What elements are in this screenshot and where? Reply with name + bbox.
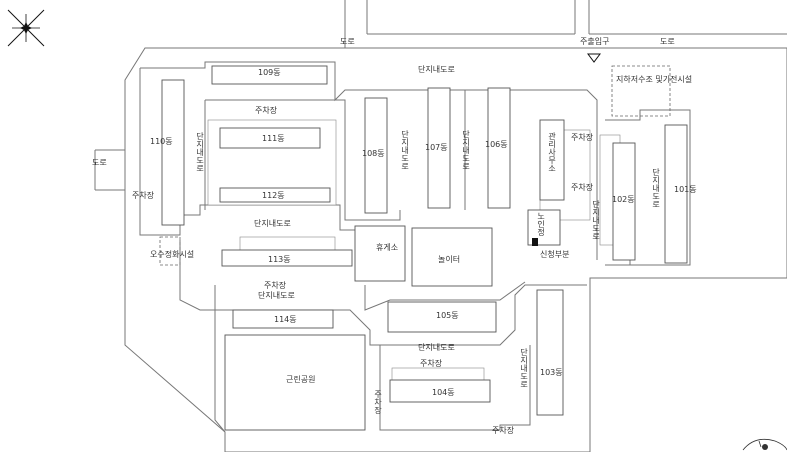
label-park: 근린공원 bbox=[286, 374, 315, 384]
compass-rose-icon bbox=[7, 9, 45, 47]
label-parking-1: 주차장 bbox=[255, 105, 278, 115]
label-complex-road-102: 단지내도로 bbox=[651, 167, 660, 208]
label-complex-road-103: 단지내도로 bbox=[519, 347, 528, 388]
building-106 bbox=[487, 87, 511, 209]
building-111 bbox=[219, 127, 321, 149]
label-road-top-right: 도로 bbox=[660, 37, 675, 46]
building-110 bbox=[161, 79, 185, 226]
buildings bbox=[161, 65, 688, 431]
entrance-arrow-icon bbox=[587, 53, 601, 63]
map-labels-vertical: 단지내도로 단지내도로 단지내도로 관리사무소 노인정 단지내도로 단지내도로 … bbox=[195, 129, 660, 414]
label-collection: 신청부분 bbox=[540, 250, 569, 259]
rest-area-building bbox=[354, 225, 406, 282]
label-entrance: 주출입구 bbox=[580, 36, 609, 46]
building-108 bbox=[364, 97, 388, 214]
label-complex-road-left-v: 단지내도로 bbox=[195, 131, 204, 172]
label-b103: 103동 bbox=[540, 368, 563, 377]
label-b109: 109동 bbox=[258, 68, 281, 77]
label-complex-road-108: 단지내도로 bbox=[400, 129, 409, 170]
label-underground-water: 지하저수조 및기전시설 bbox=[616, 74, 692, 84]
label-complex-road-top: 단지내도로 bbox=[418, 64, 455, 74]
building-114 bbox=[232, 309, 334, 329]
collection-box bbox=[532, 238, 538, 246]
building-104 bbox=[389, 379, 491, 403]
building-112 bbox=[219, 187, 331, 203]
building-113 bbox=[221, 249, 353, 267]
site-boundary bbox=[124, 47, 787, 452]
label-b105: 105동 bbox=[436, 311, 459, 320]
external-roads bbox=[94, 0, 787, 191]
management-building bbox=[539, 119, 565, 201]
label-b112: 112동 bbox=[262, 191, 285, 200]
label-parking-3: 주차장 bbox=[264, 280, 287, 290]
label-parking-4: 주차장 bbox=[420, 358, 443, 368]
label-b104: 104동 bbox=[432, 388, 455, 397]
label-sewage: 오수정화시설 bbox=[150, 249, 194, 259]
label-seniors: 노인정 bbox=[537, 212, 546, 236]
label-b108: 108동 bbox=[362, 149, 385, 158]
label-complex-road-107: 단지내도로 bbox=[461, 129, 470, 170]
label-b111: 111동 bbox=[262, 134, 285, 143]
label-b114: 114동 bbox=[274, 315, 297, 324]
label-b102: 102동 bbox=[612, 195, 635, 204]
building-102 bbox=[612, 142, 636, 261]
label-parking-7: 주차장 bbox=[571, 182, 594, 192]
park-area bbox=[224, 334, 366, 431]
label-complex-road-right: 단지내도로 bbox=[591, 199, 600, 240]
building-101 bbox=[664, 124, 688, 264]
north-arrow-icon bbox=[742, 438, 787, 451]
building-109 bbox=[211, 65, 328, 85]
label-parking-5: 주차장 bbox=[492, 425, 515, 435]
underground-water-facility bbox=[611, 65, 671, 117]
building-107 bbox=[427, 87, 451, 209]
label-road-top: 도로 bbox=[340, 37, 355, 46]
label-parking-2: 주차장 bbox=[132, 190, 155, 200]
label-rest-area: 휴게소 bbox=[376, 242, 398, 252]
label-management: 관리사무소 bbox=[547, 131, 556, 172]
label-parking-6: 주차장 bbox=[571, 132, 594, 142]
label-b106: 106동 bbox=[485, 140, 508, 149]
building-103 bbox=[536, 289, 564, 416]
label-complex-road-left-mid: 단지내도로 bbox=[258, 290, 295, 300]
label-b110: 110동 bbox=[150, 137, 173, 146]
building-105 bbox=[387, 301, 497, 333]
label-complex-road-mid: 단지내도로 bbox=[254, 218, 291, 228]
label-b107: 107동 bbox=[425, 143, 448, 152]
label-b113: 113동 bbox=[268, 255, 291, 264]
label-road-left: 도로 bbox=[92, 158, 107, 167]
label-parking-8: 주차장 bbox=[373, 390, 382, 414]
label-complex-road-lower: 단지내도로 bbox=[418, 342, 455, 352]
playground-area bbox=[411, 227, 493, 287]
label-playground: 놀이터 bbox=[438, 254, 460, 264]
sewage-facility bbox=[159, 236, 181, 266]
label-b101: 101동 bbox=[674, 185, 697, 194]
internal-roads bbox=[139, 61, 691, 433]
map-labels: 도로 도로 주출입구 도로 단지내도로 109동 주차장 111동 112동 1… bbox=[92, 36, 697, 435]
